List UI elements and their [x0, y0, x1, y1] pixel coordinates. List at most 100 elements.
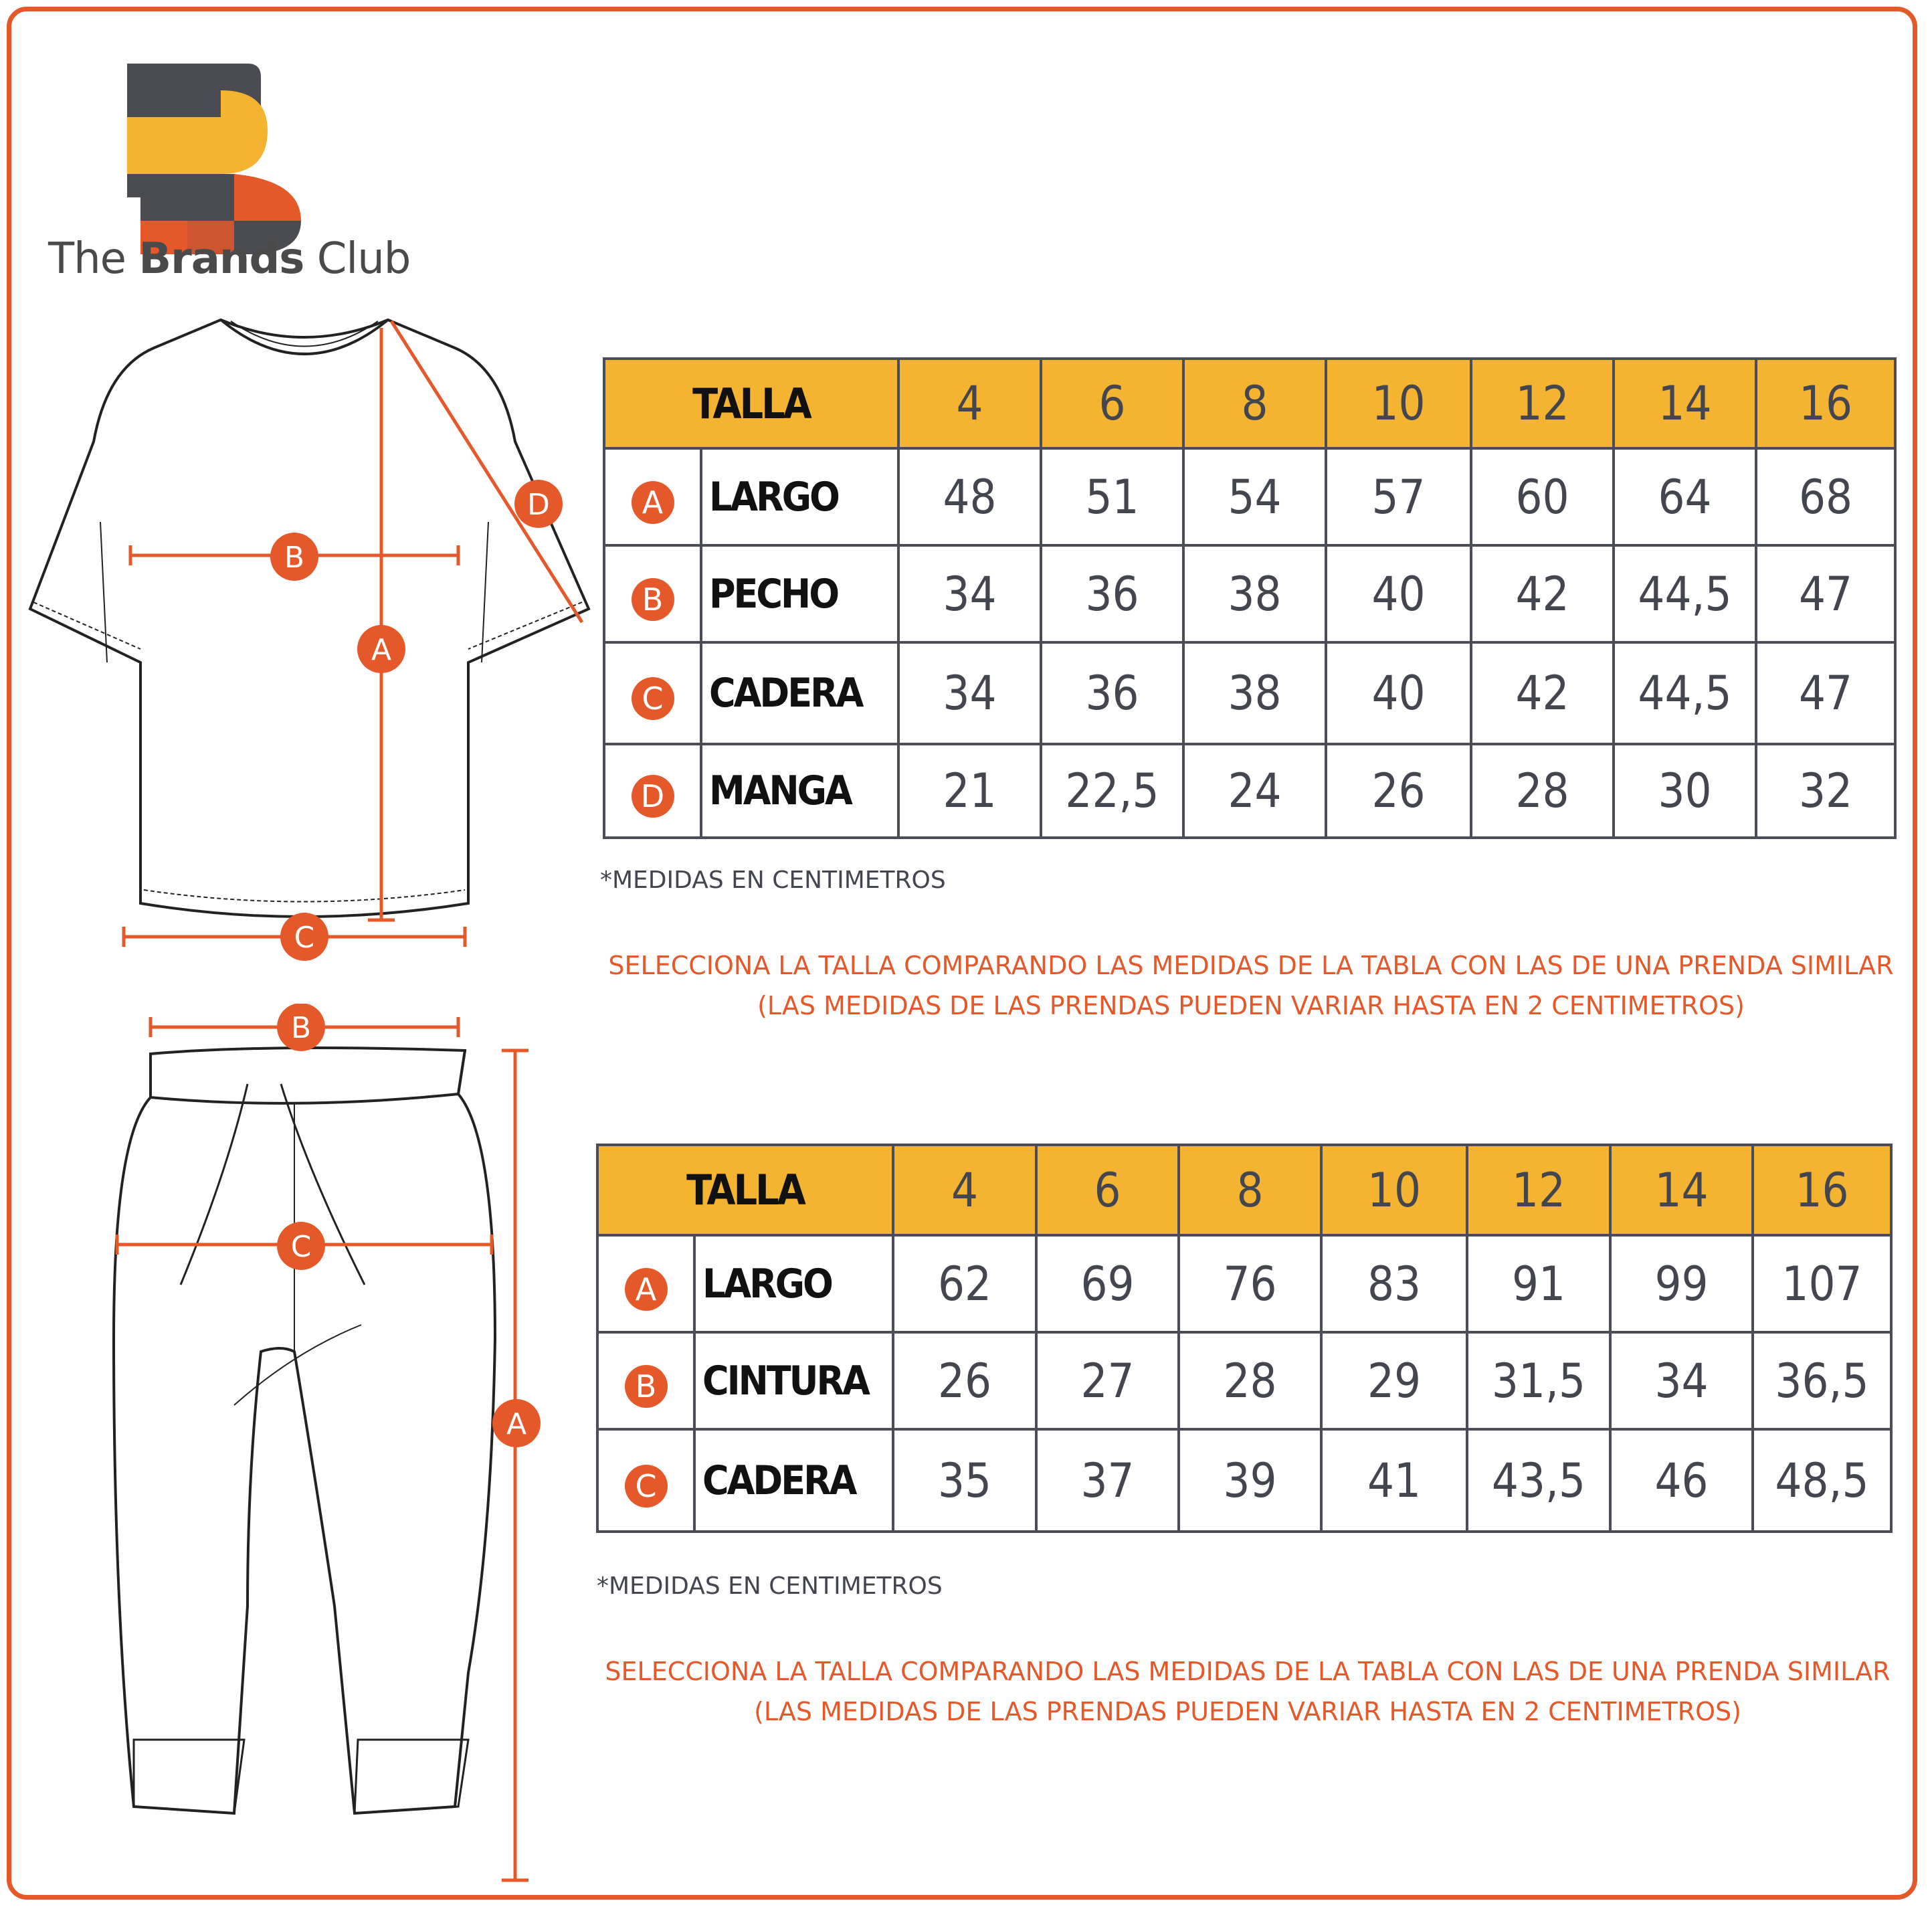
table-cell: 44,5 — [1612, 544, 1758, 644]
table-cell: 38 — [1182, 544, 1328, 644]
pants-header-size: 8 — [1177, 1144, 1323, 1237]
table-cell: 48 — [897, 447, 1043, 547]
table-cell: 83 — [1320, 1234, 1469, 1334]
row-label: MANGA — [699, 743, 900, 839]
pants-header-size: 4 — [892, 1144, 1038, 1237]
shirt-label-c: C — [294, 921, 315, 955]
row-label: CINTURA — [692, 1331, 895, 1431]
row-badge: B — [631, 577, 674, 621]
table-cell: 28 — [1470, 743, 1616, 839]
shirt-instruction-line-1: SELECCIONA LA TALLA COMPARANDO LAS MEDID… — [608, 951, 1894, 980]
table-cell: 36 — [1040, 544, 1185, 644]
table-row: A LARGO 62 69 76 83 91 99 107 — [596, 1234, 1893, 1334]
table-cell: 99 — [1609, 1234, 1755, 1334]
pants-header-size: 10 — [1320, 1144, 1469, 1237]
table-cell: 26 — [892, 1331, 1038, 1431]
shirt-label-d: D — [527, 488, 550, 522]
table-cell: 40 — [1325, 544, 1473, 644]
table-row: C CADERA 34 36 38 40 42 44,5 47 — [603, 641, 1897, 745]
table-cell: 51 — [1040, 447, 1185, 547]
row-badge: C — [624, 1464, 668, 1508]
table-cell: 42 — [1470, 641, 1616, 745]
pants-diagram: B C A — [112, 1004, 541, 1882]
table-cell: 36,5 — [1751, 1331, 1893, 1431]
table-cell: 35 — [892, 1428, 1038, 1533]
pants-header-size: 6 — [1035, 1144, 1181, 1237]
row-label: CADERA — [692, 1428, 895, 1533]
table-cell: 76 — [1177, 1234, 1323, 1334]
pants-size-table: TALLA 4 6 8 10 12 14 16 A LARGO 62 69 76… — [595, 1144, 1893, 1533]
table-cell: 64 — [1612, 447, 1758, 547]
table-cell: 39 — [1177, 1428, 1323, 1533]
table-cell: 40 — [1325, 641, 1473, 745]
table-cell: 68 — [1755, 447, 1897, 547]
table-cell: 47 — [1755, 544, 1897, 644]
row-badge: D — [631, 775, 674, 818]
row-badge: A — [631, 480, 674, 524]
table-cell: 30 — [1612, 743, 1758, 839]
table-cell: 69 — [1035, 1234, 1181, 1334]
shirt-label-b: B — [284, 541, 304, 575]
pants-instruction-line-2: (LAS MEDIDAS DE LAS PRENDAS PUEDEN VARIA… — [754, 1697, 1741, 1726]
row-label: LARGO — [692, 1234, 895, 1334]
table-row: B CINTURA 26 27 28 29 31,5 34 36,5 — [596, 1331, 1893, 1431]
table-cell: 34 — [1609, 1331, 1755, 1431]
table-cell: 32 — [1755, 743, 1897, 839]
table-cell: 91 — [1466, 1234, 1612, 1334]
table-cell: 60 — [1470, 447, 1616, 547]
page-frame — [7, 7, 1917, 1900]
table-cell: 41 — [1320, 1428, 1469, 1533]
pants-instruction-line-1: SELECCIONA LA TALLA COMPARANDO LAS MEDID… — [605, 1657, 1891, 1686]
table-row: C CADERA 35 37 39 41 43,5 46 48,5 — [596, 1428, 1893, 1533]
row-badge: A — [624, 1267, 668, 1311]
table-cell: 46 — [1609, 1428, 1755, 1533]
shirt-units-note: *MEDIDAS EN CENTIMETROS — [600, 867, 946, 894]
table-cell: 22,5 — [1040, 743, 1185, 839]
pants-units-note: *MEDIDAS EN CENTIMETROS — [597, 1572, 943, 1600]
shirt-diagram: B A C D — [28, 318, 591, 961]
brand-logo-icon — [127, 64, 301, 254]
row-badge: C — [631, 677, 674, 720]
table-row: A LARGO 48 51 54 57 60 64 68 — [603, 447, 1897, 547]
table-row: D MANGA 21 22,5 24 26 28 30 32 — [603, 743, 1897, 839]
shirt-header-size: 8 — [1182, 357, 1328, 450]
table-cell: 57 — [1325, 447, 1473, 547]
pants-header-size: 12 — [1466, 1144, 1612, 1237]
table-cell: 43,5 — [1466, 1428, 1612, 1533]
shirt-label-a: A — [371, 633, 391, 667]
shirt-instruction-line-2: (LAS MEDIDAS DE LAS PRENDAS PUEDEN VARIA… — [757, 991, 1745, 1020]
table-cell: 28 — [1177, 1331, 1323, 1431]
row-label: PECHO — [699, 544, 900, 644]
table-cell: 44,5 — [1612, 641, 1758, 745]
row-label: CADERA — [699, 641, 900, 745]
table-cell: 21 — [897, 743, 1043, 839]
table-cell: 48,5 — [1751, 1428, 1893, 1533]
pants-label-b: B — [291, 1011, 311, 1045]
pants-label-a: A — [506, 1407, 526, 1441]
table-cell: 29 — [1320, 1331, 1469, 1431]
table-cell: 38 — [1182, 641, 1328, 745]
shirt-header-size: 16 — [1755, 357, 1897, 450]
pants-header-size: 14 — [1609, 1144, 1755, 1237]
pants-header-size: 16 — [1751, 1144, 1893, 1237]
table-cell: 47 — [1755, 641, 1897, 745]
pants-instruction: SELECCIONA LA TALLA COMPARANDO LAS MEDID… — [602, 1651, 1893, 1732]
row-badge: B — [624, 1364, 668, 1408]
table-cell: 62 — [892, 1234, 1038, 1334]
table-cell: 37 — [1035, 1428, 1181, 1533]
shirt-header-size: 6 — [1040, 357, 1185, 450]
row-label: LARGO — [699, 447, 900, 547]
table-cell: 54 — [1182, 447, 1328, 547]
shirt-header-talla: TALLA — [602, 357, 900, 450]
shirt-header-size: 12 — [1470, 357, 1616, 450]
table-cell: 31,5 — [1466, 1331, 1612, 1431]
table-cell: 27 — [1035, 1331, 1181, 1431]
table-cell: 26 — [1325, 743, 1473, 839]
table-row: B PECHO 34 36 38 40 42 44,5 47 — [603, 544, 1897, 644]
pants-label-c: C — [291, 1230, 312, 1264]
table-cell: 34 — [897, 544, 1043, 644]
shirt-size-table: TALLA 4 6 8 10 12 14 16 A LARGO 48 51 54… — [602, 357, 1897, 839]
brand-name: The Brands Club — [48, 234, 411, 284]
table-cell: 24 — [1182, 743, 1328, 839]
table-cell: 107 — [1751, 1234, 1893, 1334]
